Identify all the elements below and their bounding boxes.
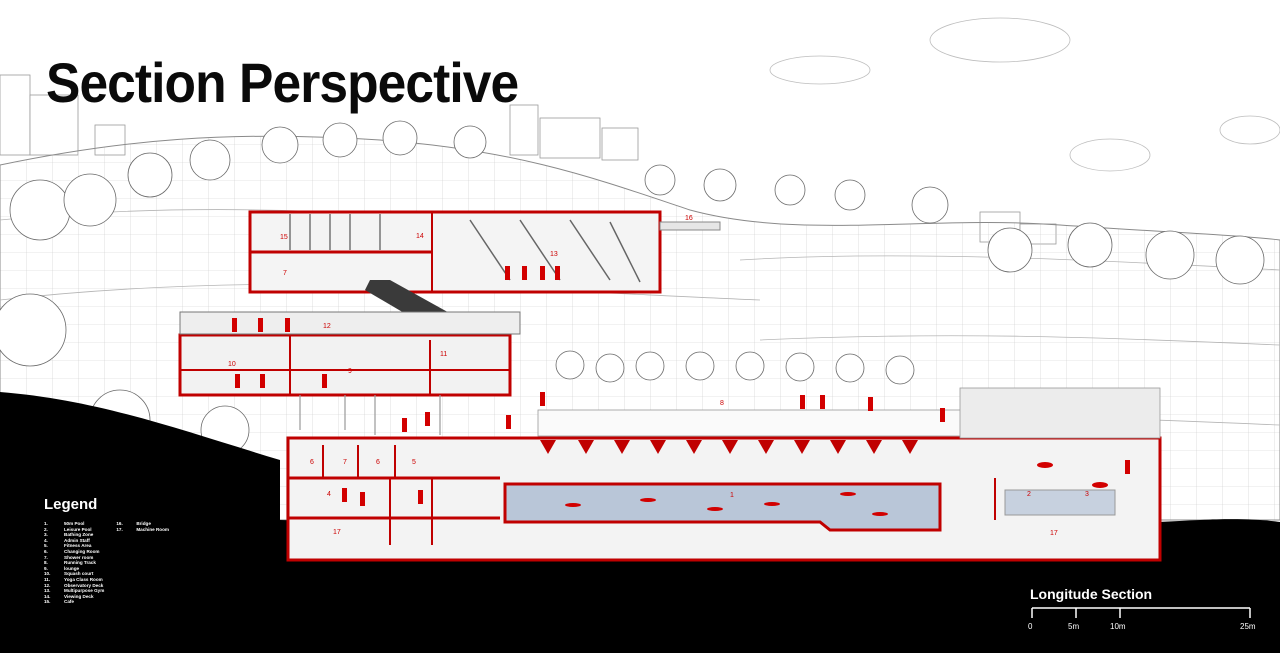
room-label: 11 — [440, 351, 447, 358]
people-figures — [232, 266, 1130, 516]
page-title: Section Perspective — [46, 51, 519, 114]
room-label: 13 — [550, 251, 558, 258]
legend-item: 13.Multipurpose Gym — [44, 588, 105, 594]
legend-item: 9.lounge — [44, 565, 80, 571]
clouds — [769, 17, 1280, 172]
upper-block — [248, 210, 662, 294]
room-label: 9 — [348, 368, 352, 375]
legend-item: 15.Cafe — [44, 599, 74, 605]
room-label: 15 — [280, 234, 288, 241]
room-label: 7 — [283, 270, 287, 277]
room-labels: 1 2 3 4 5 6 6 7 7 8 9 10 11 12 13 14 15 … — [228, 215, 1089, 537]
scale-bar-label: Longitude Section — [1030, 586, 1153, 602]
room-label: 2 — [1027, 491, 1031, 498]
room-label: 17 — [333, 529, 341, 536]
legend-item: 12.Observatory Deck — [44, 582, 104, 588]
legend-item: 14.Viewing Deck — [44, 593, 94, 599]
room-label: 1 — [730, 492, 734, 499]
room-label: 14 — [416, 233, 424, 240]
legend-item: 16.Bridge — [116, 521, 151, 526]
scale-tick: 25m — [1240, 622, 1256, 631]
room-label: 3 — [1085, 491, 1089, 498]
room-label: 4 — [327, 491, 331, 498]
room-label: 16 — [685, 215, 693, 222]
legend: Legend 1.50m Pool 2.Leisure Pool 3.Bathi… — [44, 496, 169, 605]
tree-line — [0, 120, 1265, 455]
legend-item: 6.Changing Room — [44, 548, 100, 554]
legend-item: 2.Leisure Pool — [44, 526, 92, 532]
room-label: 8 — [720, 400, 724, 407]
legend-column-2: 16.Bridge 17.Machine Room — [116, 521, 169, 605]
legend-item: 17.Machine Room — [116, 526, 169, 532]
scale-tick: 0 — [1028, 622, 1033, 631]
scale-bar: Longitude Section 0 5m 10m 25m — [1028, 586, 1256, 631]
room-label: 12 — [323, 323, 331, 330]
room-label: 6 — [310, 459, 314, 466]
room-label: 5 — [412, 459, 416, 466]
scale-tick: 10m — [1110, 622, 1126, 631]
room-label: 6 — [376, 459, 380, 466]
room-label: 10 — [228, 361, 236, 368]
ground-mass — [0, 392, 1280, 653]
legend-item: 3.Bathing Zone — [44, 532, 94, 538]
legend-item: 11.Yoga Class Room — [44, 576, 103, 582]
scale-bar-graphic — [1031, 607, 1251, 618]
legend-column-1: 1.50m Pool 2.Leisure Pool 3.Bathing Zone… — [44, 521, 104, 605]
scale-tick: 5m — [1068, 622, 1080, 631]
room-label: 7 — [343, 459, 347, 466]
pool-main — [503, 482, 942, 532]
legend-item: 10.Squash court — [44, 571, 94, 577]
legend-item: 5.Fitness Area — [44, 543, 92, 549]
legend-item: 8.Running Track — [44, 560, 96, 566]
legend-item: 7.Shower room — [44, 554, 94, 560]
legend-item: 1.50m Pool — [44, 521, 85, 526]
bridge — [659, 221, 721, 231]
pool-leisure — [1004, 489, 1116, 516]
room-label: 17 — [1050, 530, 1058, 537]
legend-item: 4.Admin Staff — [44, 537, 90, 543]
legend-heading: Legend — [44, 496, 98, 513]
